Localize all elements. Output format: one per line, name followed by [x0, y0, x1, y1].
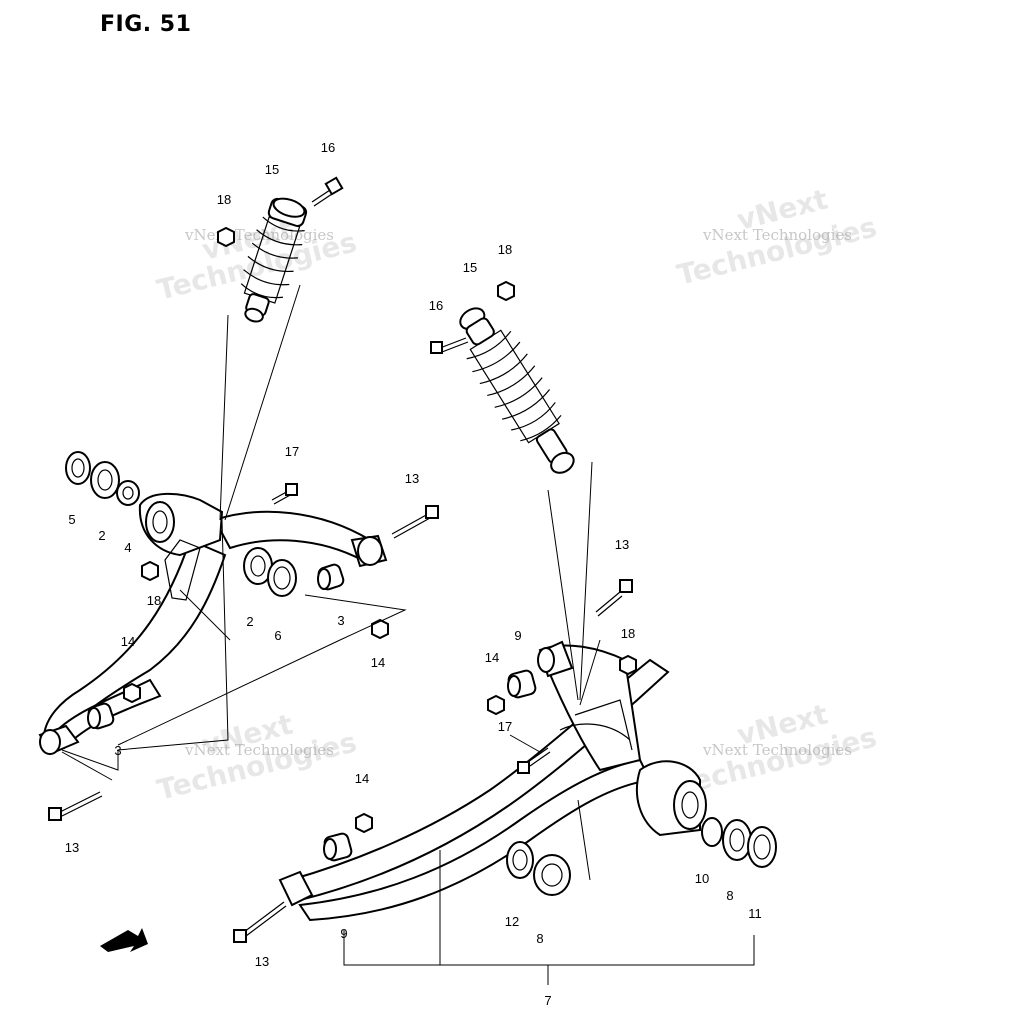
callout-14-right-mid: 14	[485, 650, 499, 665]
right-nut-14-b	[355, 812, 373, 834]
group-bracket-7	[343, 930, 755, 985]
right-shock-nut-18	[497, 280, 515, 302]
left-nut-14-b	[123, 682, 141, 704]
callout-13-right-bottom: 13	[255, 954, 269, 969]
left-inner-bearings	[243, 547, 297, 597]
right-hub-seals	[701, 817, 777, 868]
left-hub-seals	[65, 451, 140, 506]
callout-9-right-top: 9	[514, 628, 521, 643]
right-nut-14-a	[487, 694, 505, 716]
left-bolts	[48, 483, 439, 821]
right-shock-absorber	[430, 280, 575, 474]
left-bushings	[87, 563, 345, 730]
callout-8-right: 8	[726, 888, 733, 903]
callout-13-left-bottom: 13	[65, 840, 79, 855]
callout-13-left-top: 13	[405, 471, 419, 486]
callout-14-left-right: 14	[371, 655, 385, 670]
left-nut-18	[141, 560, 159, 582]
right-swing-arm	[278, 640, 707, 922]
callout-10: 10	[695, 871, 709, 886]
right-bolts	[233, 579, 633, 943]
watermark-group: vNext Technologies vNext Technologies vN…	[154, 182, 880, 806]
callout-16-left: 16	[321, 140, 335, 155]
callout-11: 11	[748, 906, 762, 921]
watermark-small-1: vNext Technologies	[184, 226, 334, 244]
callout-3-left: 3	[114, 743, 121, 758]
callout-17-left: 17	[285, 444, 299, 459]
callout-5: 5	[68, 512, 75, 527]
callout-7: 7	[544, 993, 551, 1008]
callout-13-right-top: 13	[615, 537, 629, 552]
callout-9-right-bottom: 9	[340, 926, 347, 941]
left-nut-14-a	[371, 618, 389, 640]
watermark-small-4: vNext Technologies	[702, 741, 852, 759]
callout-3-right: 3	[337, 613, 344, 628]
callout-14-left-bottom: 14	[121, 634, 135, 649]
left-leader-lines	[61, 284, 407, 781]
watermark-small-2: vNext Technologies	[702, 226, 852, 244]
callout-8-lower: 8	[536, 931, 543, 946]
callout-18-right-top: 18	[498, 242, 512, 257]
left-shock-nut-18	[217, 226, 235, 248]
callout-2-left-outer: 2	[98, 528, 105, 543]
callout-4: 4	[124, 540, 131, 555]
left-shock-bolt-16	[311, 176, 344, 207]
callout-2-left-inner: 2	[246, 614, 253, 629]
callout-15-left: 15	[265, 162, 279, 177]
callout-16-right: 16	[429, 298, 443, 313]
right-lower-bearings	[506, 841, 571, 896]
callout-15-right: 15	[463, 260, 477, 275]
right-bushings	[323, 669, 537, 862]
figure-title: FIG. 51	[100, 12, 192, 37]
right-shock-bolt-16	[430, 337, 469, 354]
front-direction-arrow-icon	[100, 928, 148, 952]
left-shock-absorber	[217, 176, 344, 323]
right-leader-lines	[439, 461, 601, 965]
callout-17-right: 17	[498, 719, 512, 734]
callout-14-right-bottom: 14	[355, 771, 369, 786]
callout-6: 6	[274, 628, 281, 643]
right-nut-18	[619, 654, 637, 676]
watermark-small-3: vNext Technologies	[184, 741, 334, 759]
callout-12: 12	[505, 914, 519, 929]
callout-18-left-top: 18	[217, 192, 231, 207]
callout-labels: 16 15 18 5 2 4 17 13 18 2 6 3 14 14 3 13…	[65, 140, 762, 1008]
callout-18-right-mid: 18	[621, 626, 635, 641]
callout-18-left-mid: 18	[147, 593, 161, 608]
